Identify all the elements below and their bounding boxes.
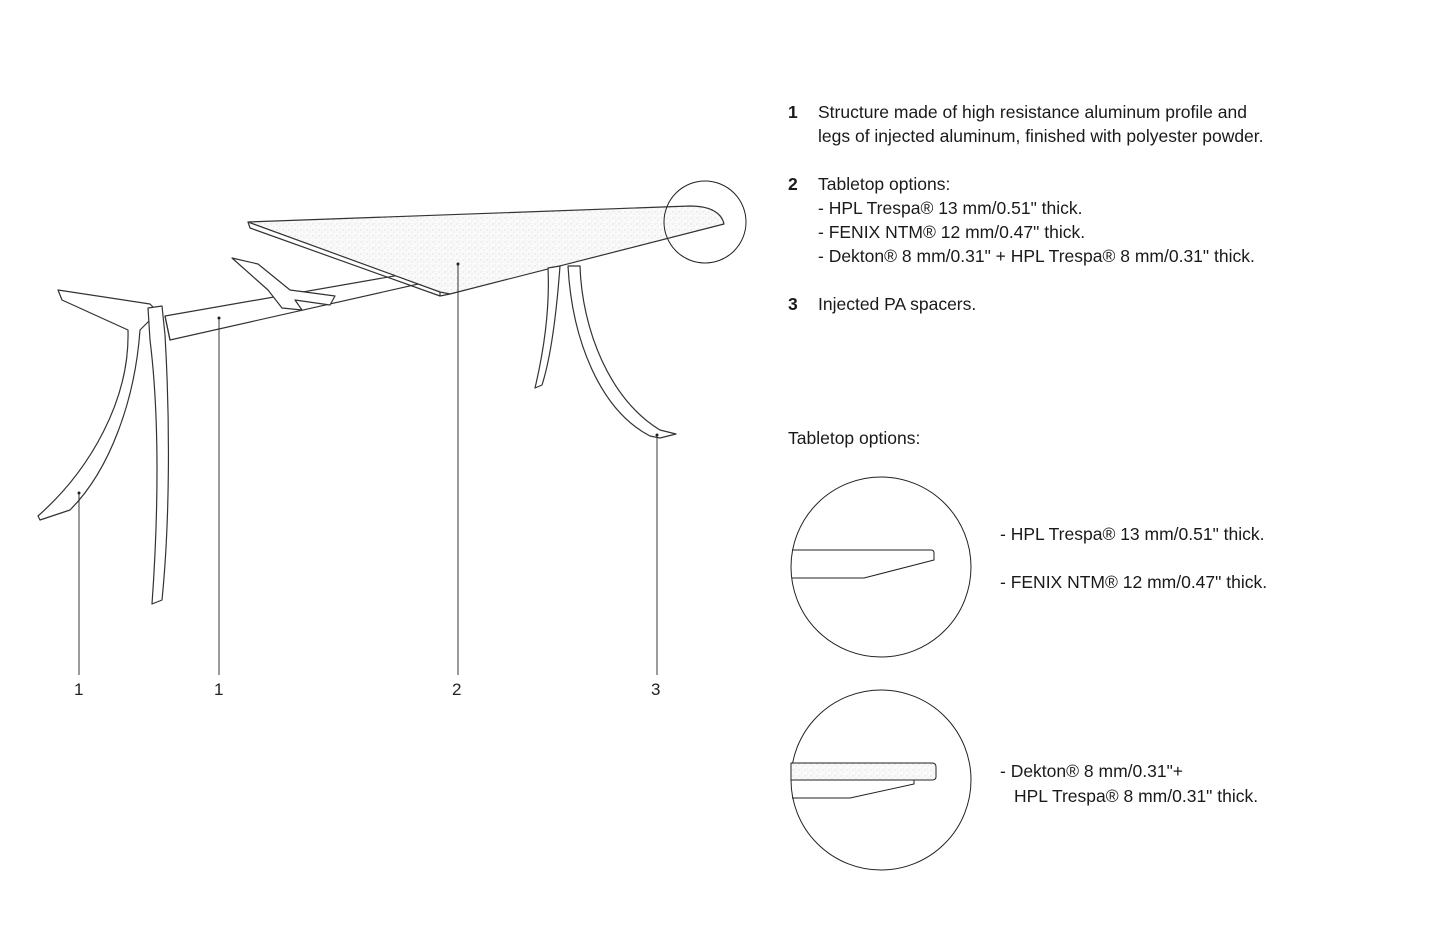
tabletop [247, 205, 725, 297]
option-text: - FENIX NTM® 12 mm/0.47" thick. [1000, 572, 1268, 592]
spec-number: 1 [788, 102, 798, 122]
spec-text: Structure made of high resistance alumin… [818, 102, 1247, 122]
spec-text: - HPL Trespa® 13 mm/0.51" thick. [818, 198, 1083, 218]
edge-detail-circle-1 [790, 476, 972, 658]
leg-left-front [147, 305, 170, 605]
leg-left-back [37, 289, 159, 521]
spec-text: - Dekton® 8 mm/0.31" + HPL Trespa® 8 mm/… [818, 246, 1255, 266]
spec-number: 2 [788, 174, 798, 194]
leg-right-back [534, 265, 561, 389]
callout-label: 3 [651, 680, 661, 699]
spec-text: Injected PA spacers. [818, 294, 977, 314]
cross-bracket [231, 257, 336, 311]
callout-label: 1 [214, 680, 224, 699]
leg-right-front [567, 265, 677, 439]
callout-label: 1 [74, 680, 84, 699]
option-text: - Dekton® 8 mm/0.31"+ [1000, 761, 1183, 781]
spec-text: - FENIX NTM® 12 mm/0.47" thick. [818, 222, 1086, 242]
spec-text: legs of injected aluminum, finished with… [818, 126, 1264, 146]
option-text: HPL Trespa® 8 mm/0.31" thick. [1014, 786, 1259, 806]
callout-label: 2 [452, 680, 462, 699]
spec-text: Tabletop options: [818, 174, 951, 194]
spec-number: 3 [788, 294, 798, 314]
leader-lines [78, 264, 658, 675]
tabletop-options-heading: Tabletop options: [788, 428, 921, 448]
edge-detail-circle-2 [790, 689, 972, 871]
option-text: - HPL Trespa® 13 mm/0.51" thick. [1000, 524, 1265, 544]
detail-circle [663, 180, 747, 264]
